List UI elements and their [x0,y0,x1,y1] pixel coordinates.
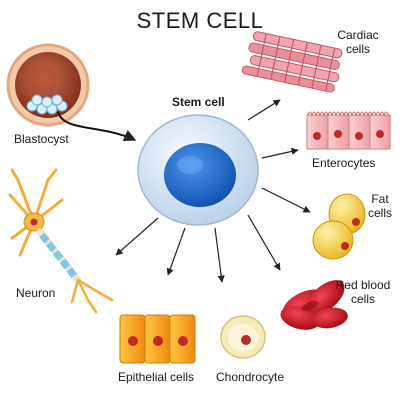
red-blood-cells-label-line1: Red blood [335,278,391,292]
cardiac-cells-label: Cardiac cells [330,28,386,56]
blastocyst-arrow [57,111,137,141]
neuron-label: Neuron [16,286,56,300]
chondrocyte-illustration [220,315,266,359]
epithelial-cells-illustration [119,314,196,364]
enterocytes-illustration [306,111,391,150]
differentiation-arrows [115,99,311,283]
red-blood-cells-label: Red blood cells [330,278,396,306]
chondrocyte-label: Chondrocyte [216,370,285,384]
fat-cells-label: Fat cells [362,192,398,220]
fat-cells-label-line2: cells [367,206,392,220]
stem-cell-illustration [137,114,259,226]
fat-cells-illustration [312,193,366,260]
cardiac-cells-label-line1: Cardiac [337,28,379,42]
epithelial-cells-label: Epithelial cells [118,370,195,384]
cardiac-cells-illustration [241,31,343,93]
page-title: STEM CELL [136,8,264,33]
stem-cell-label: Stem cell [172,95,225,109]
enterocytes-label: Enterocytes [312,156,376,170]
red-blood-cells-label-line2: cells [350,292,375,306]
cardiac-cells-label-line2: cells [345,42,370,56]
blastocyst-illustration [6,43,90,127]
blastocyst-label: Blastocyst [14,132,69,146]
fat-cells-label-line1: Fat [371,192,389,206]
neuron-illustration [8,168,114,314]
red-blood-cells-illustration [280,280,348,330]
